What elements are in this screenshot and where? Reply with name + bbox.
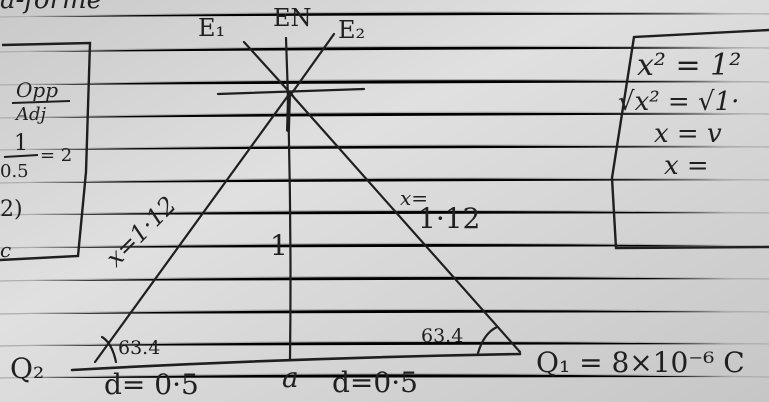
left-box-equals: = 2 — [40, 145, 72, 166]
left-box: Opp Adj 1 0.5 = 2 2) c — [0, 41, 92, 262]
triangle-diagram — [70, 32, 522, 372]
base-line — [70, 352, 522, 372]
label-a: a — [282, 361, 299, 394]
right-box: x² = 1² √x² = √1· x = v x = — [610, 28, 769, 250]
left-box-fraction-line-2 — [3, 154, 39, 158]
label-d-left: d= 0·5 — [104, 368, 199, 401]
label-right-side-x: x= — [400, 186, 428, 210]
label-e2: E₂ — [338, 16, 365, 44]
label-d-right: d=0·5 — [332, 366, 418, 399]
left-box-adj: Adj — [14, 104, 47, 125]
label-left-angle: 63.4 — [118, 337, 160, 359]
right-box-border — [610, 28, 769, 250]
right-box-line1: x² = 1² — [637, 48, 741, 83]
left-box-numerator: 1 — [14, 131, 28, 156]
label-right-side-value: 1·12 — [418, 202, 480, 235]
left-box-border — [0, 41, 92, 262]
right-box-line3: x = v — [654, 119, 722, 149]
height-line — [284, 36, 292, 362]
right-box-line4: x = — [664, 151, 709, 181]
right-angle-arc — [476, 325, 499, 355]
left-side-line — [93, 91, 292, 364]
left-box-opp: Opp — [16, 78, 58, 102]
vertex-thick-mark — [286, 93, 291, 132]
label-e1: E₁ — [198, 14, 225, 42]
label-en: EN — [273, 4, 312, 32]
e2-vector-line — [290, 32, 336, 95]
left-box-line5: c — [0, 238, 11, 262]
ruled-lines — [0, 11, 769, 379]
top-text: a-forme — [0, 0, 102, 15]
label-height: 1 — [270, 229, 288, 262]
right-side-line — [288, 91, 522, 354]
label-q1: Q₁ = 8×10⁻⁶ C — [536, 346, 745, 379]
left-angle-arc — [100, 335, 118, 364]
left-box-fraction-line — [11, 100, 71, 104]
label-right-angle: 63.4 — [421, 325, 463, 347]
label-q2: Q₂ — [10, 352, 44, 385]
left-box-denominator: 0.5 — [0, 161, 29, 182]
left-box-line4: 2) — [0, 197, 23, 222]
right-box-line2: √x² = √1· — [618, 87, 739, 117]
e1-vector-line — [242, 40, 295, 98]
horizontal-field-line — [216, 87, 366, 96]
